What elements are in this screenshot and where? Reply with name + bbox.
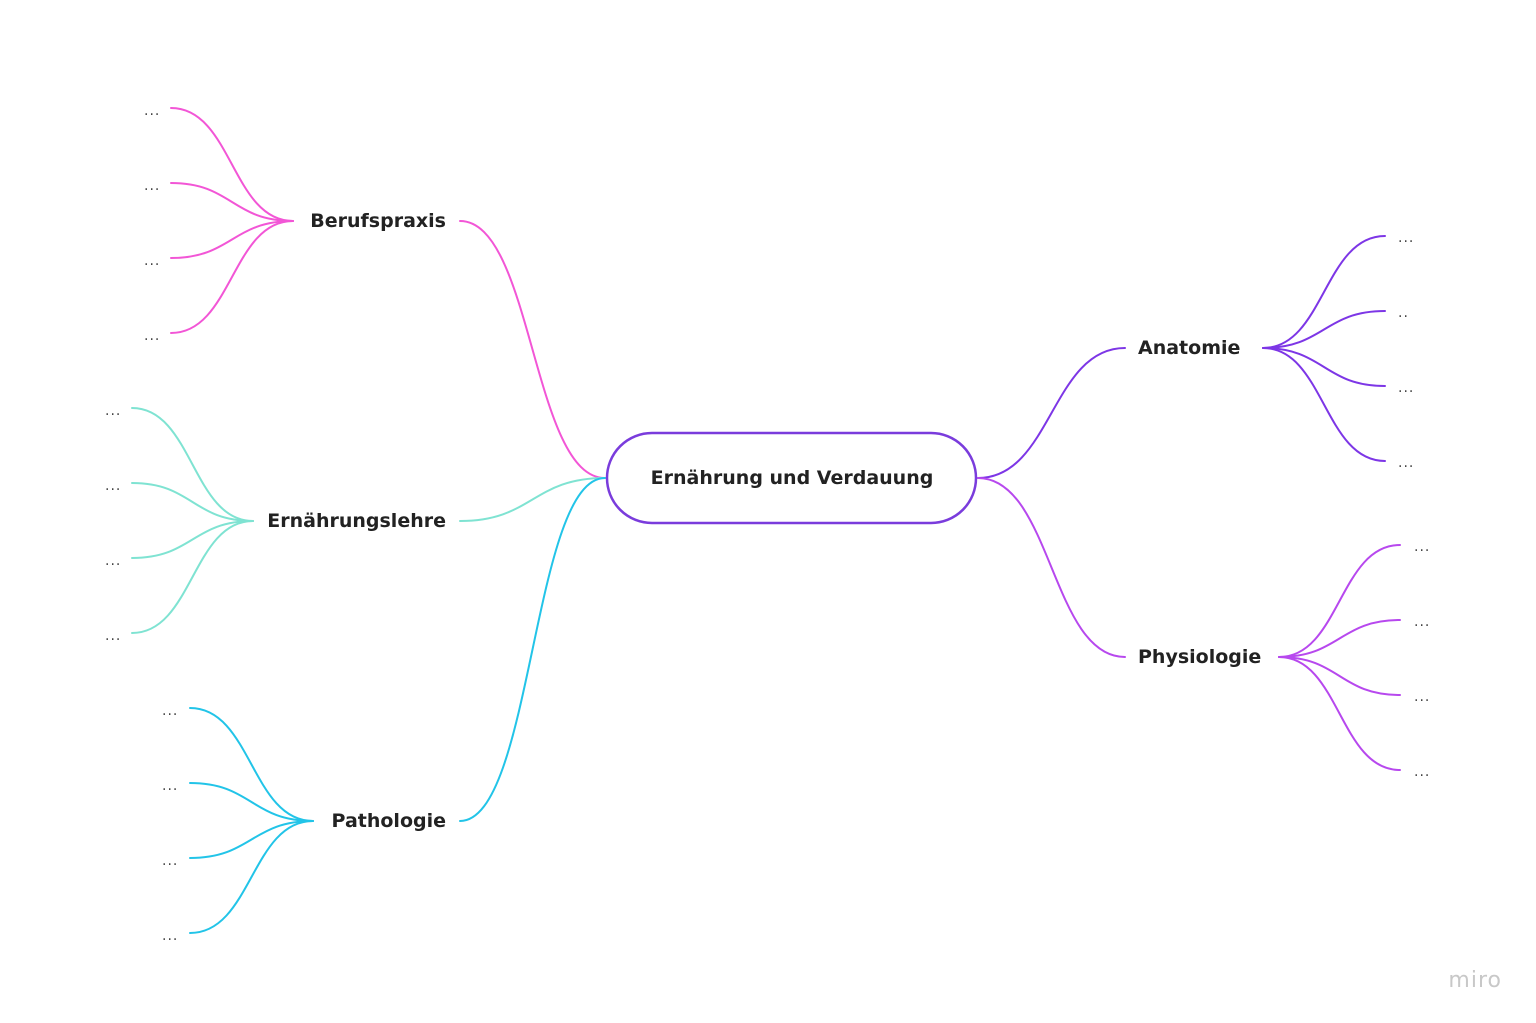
branch-label-ernaehrungslehre: Ernährungslehre: [267, 510, 446, 532]
branch-label-physiologie: Physiologie: [1138, 646, 1261, 668]
connector-pathologie-leaf-3: [189, 820, 314, 859]
leaf-ernaehrungslehre-1[interactable]: ...: [105, 403, 121, 419]
connector-pathologie-leaf-4: [189, 820, 314, 934]
branch-label-anatomie: Anatomie: [1138, 337, 1240, 359]
connector-pathologie-leaf-2: [189, 782, 314, 822]
leaf-berufspraxis-2[interactable]: ...: [144, 178, 160, 194]
branch-physiologie[interactable]: Physiologie: [1138, 646, 1261, 668]
connector-ernaehrungslehre-leaf-3: [131, 520, 254, 559]
connector-berufspraxis-leaf-1: [170, 107, 294, 222]
connector-ernaehrungslehre-leaf-4: [131, 520, 254, 634]
leaf-berufspraxis-4[interactable]: ...: [144, 328, 160, 344]
connector-center-ernaehrungslehre: [459, 477, 606, 522]
leaf-anatomie-4[interactable]: ...: [1398, 455, 1414, 471]
leaf-pathologie-4[interactable]: ...: [162, 928, 178, 944]
leaf-anatomie-1[interactable]: ...: [1398, 230, 1414, 246]
connector-anatomie-leaf-3: [1262, 347, 1386, 387]
leaf-anatomie-2[interactable]: ..: [1398, 305, 1409, 321]
center-node-shape: [605, 431, 978, 525]
leaf-pathologie-2[interactable]: ...: [162, 778, 178, 794]
connector-ernaehrungslehre-leaf-1: [131, 407, 254, 522]
leaf-ernaehrungslehre-4[interactable]: ...: [105, 628, 121, 644]
connector-physiologie-leaf-1: [1278, 544, 1401, 658]
leaf-ernaehrungslehre-3[interactable]: ...: [105, 553, 121, 569]
leaf-pathologie-1[interactable]: ...: [162, 703, 178, 719]
leaf-berufspraxis-3[interactable]: ...: [144, 253, 160, 269]
connector-center-physiologie: [977, 477, 1126, 658]
connector-physiologie-leaf-3: [1278, 656, 1401, 696]
connector-pathologie-leaf-1: [189, 707, 314, 822]
center-node[interactable]: Ernährung und Verdauung: [605, 431, 978, 525]
connector-center-berufspraxis: [459, 220, 606, 479]
leaf-physiologie-3[interactable]: ...: [1414, 689, 1430, 705]
center-node-label: Ernährung und Verdauung: [651, 467, 934, 489]
connector-center-anatomie: [977, 347, 1126, 479]
branch-label-pathologie: Pathologie: [332, 810, 446, 832]
leaf-berufspraxis-1[interactable]: ...: [144, 103, 160, 119]
branch-pathologie[interactable]: Pathologie: [332, 810, 446, 832]
connector-center-pathologie: [459, 477, 606, 822]
connector-ernaehrungslehre-leaf-2: [131, 482, 254, 522]
connector-berufspraxis-leaf-3: [170, 220, 294, 259]
miro-watermark: miro: [1448, 968, 1502, 993]
branch-label-berufspraxis: Berufspraxis: [310, 210, 446, 232]
connector-anatomie-leaf-1: [1262, 235, 1386, 349]
leaf-physiologie-4[interactable]: ...: [1414, 764, 1430, 780]
connector-anatomie-leaf-4: [1262, 347, 1386, 462]
leaf-physiologie-2[interactable]: ...: [1414, 614, 1430, 630]
connector-anatomie-leaf-2: [1262, 310, 1386, 349]
leaf-ernaehrungslehre-2[interactable]: ...: [105, 478, 121, 494]
connector-lines: [131, 107, 1401, 934]
branch-anatomie[interactable]: Anatomie: [1138, 337, 1240, 359]
leaf-pathologie-3[interactable]: ...: [162, 853, 178, 869]
branch-ernaehrungslehre[interactable]: Ernährungslehre: [267, 510, 446, 532]
leaf-physiologie-1[interactable]: ...: [1414, 539, 1430, 555]
leaf-anatomie-3[interactable]: ...: [1398, 380, 1414, 396]
connector-physiologie-leaf-2: [1278, 619, 1401, 658]
connector-berufspraxis-leaf-4: [170, 220, 294, 334]
connector-berufspraxis-leaf-2: [170, 182, 294, 222]
branch-berufspraxis[interactable]: Berufspraxis: [310, 210, 446, 232]
connector-physiologie-leaf-4: [1278, 656, 1401, 771]
